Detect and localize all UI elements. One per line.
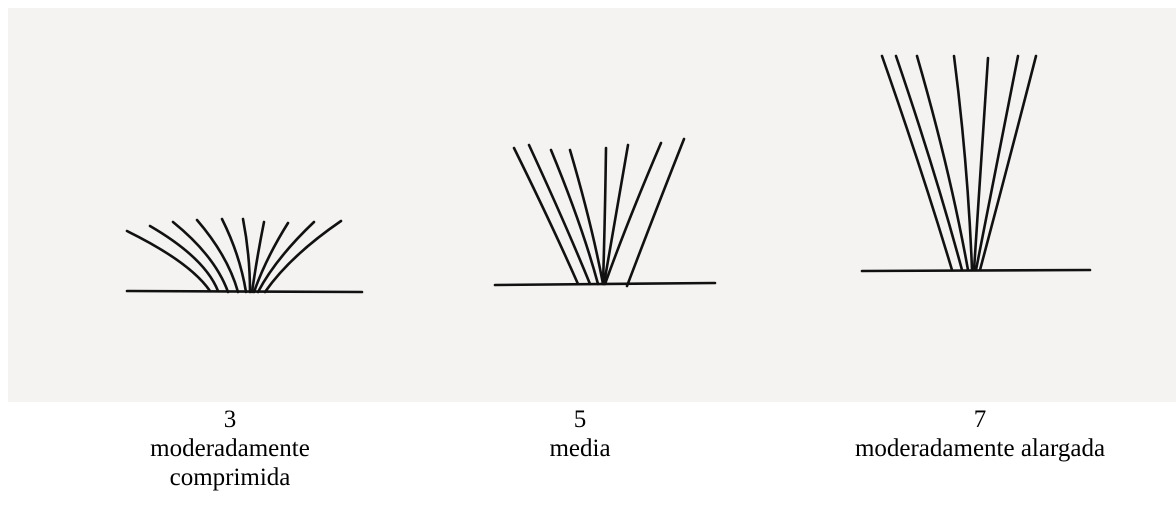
caption-medium: 5 media xyxy=(430,405,730,463)
stroke xyxy=(978,54,1038,272)
stroke xyxy=(625,137,686,288)
base-line xyxy=(125,289,364,294)
caption-number: 3 xyxy=(223,406,237,433)
stroke xyxy=(952,54,974,272)
compressed-shape-drawing xyxy=(125,217,364,294)
stroke xyxy=(601,146,608,286)
stroke xyxy=(972,56,990,272)
stroke xyxy=(220,217,248,294)
stroke xyxy=(880,54,954,272)
stroke xyxy=(603,141,663,286)
stroke xyxy=(527,143,592,286)
stroke xyxy=(256,220,316,294)
stroke xyxy=(125,229,212,293)
caption-label: media xyxy=(549,435,611,462)
drawing-panel xyxy=(8,8,1176,402)
caption-label: moderadamente comprimida xyxy=(150,435,310,491)
stroke xyxy=(568,148,605,286)
stroke xyxy=(263,219,343,294)
medium-shape-drawing xyxy=(493,137,717,288)
elongated-shape-drawing xyxy=(860,54,1092,273)
stroke xyxy=(894,54,964,272)
stroke xyxy=(915,54,970,272)
stroke xyxy=(512,146,580,286)
stroke xyxy=(252,221,290,294)
caption-elongated: 7 moderadamente alargada xyxy=(800,405,1160,463)
caption-compressed: 3 moderadamente comprimida xyxy=(80,405,380,492)
stroke xyxy=(549,148,600,286)
line-drawings xyxy=(125,54,1092,294)
stroke xyxy=(974,54,1020,272)
caption-label: moderadamente alargada xyxy=(854,435,1106,462)
stroke xyxy=(241,217,252,294)
caption-number: 5 xyxy=(573,406,587,433)
stroke xyxy=(148,224,220,293)
caption-number: 7 xyxy=(973,406,987,433)
stroke xyxy=(195,218,240,294)
stroke xyxy=(602,143,630,286)
stroke xyxy=(171,220,230,294)
stroke xyxy=(250,220,266,294)
